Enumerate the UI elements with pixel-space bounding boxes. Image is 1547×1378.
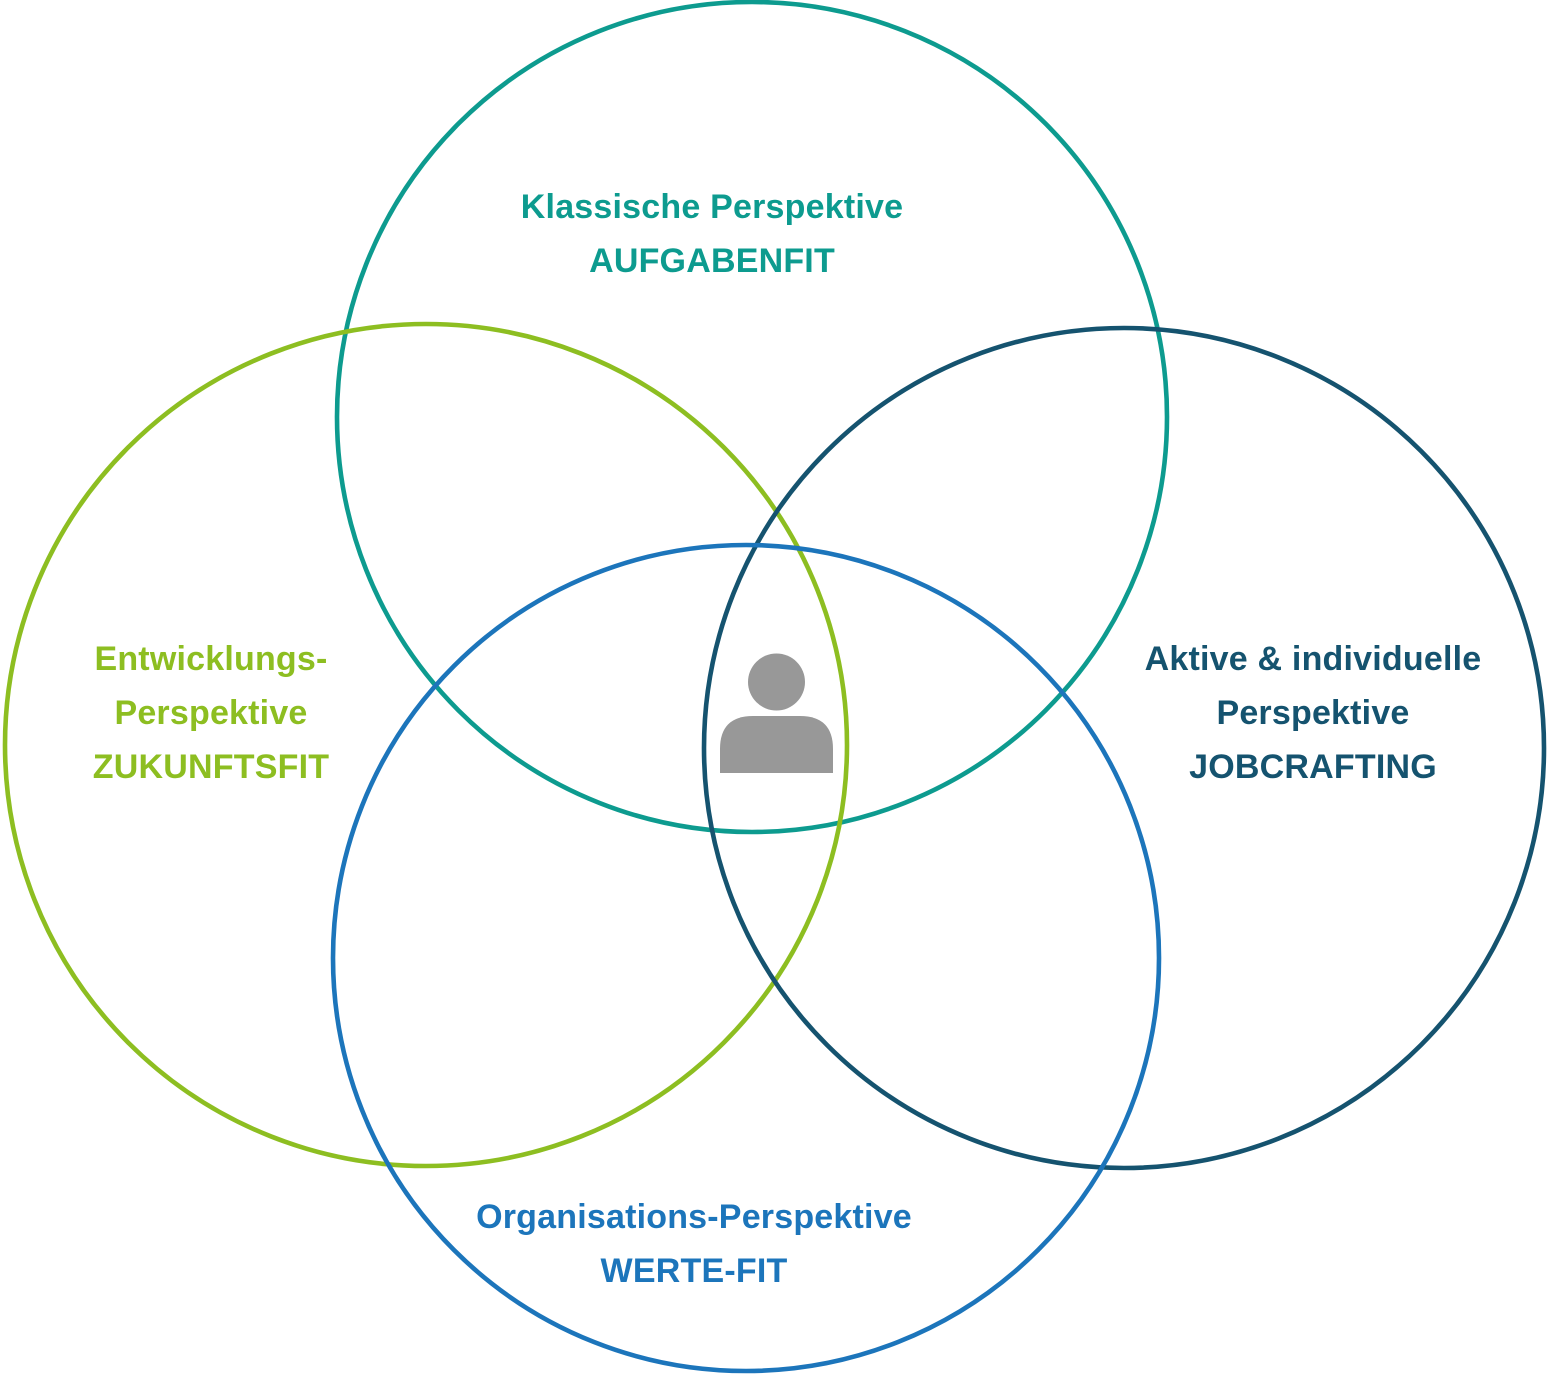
label-zukunftsfit: Entwicklungs- Perspektive ZUKUNFTSFIT [93,632,329,794]
person-icon-body [720,716,833,773]
label-line-perspective: Perspektive [1216,694,1410,732]
person-icon [720,653,833,773]
label-line-fit-name: JOBCRAFTING [1189,748,1437,786]
circle-werte-fit [330,542,1162,1374]
label-line-fit-name: ZUKUNFTSFIT [92,748,330,786]
label-line-perspective: Aktive & individuelle [1144,640,1482,678]
label-line-perspective: Klassische Perspektive [520,188,904,226]
label-line-fit-name: AUFGABENFIT [589,242,835,280]
circle-aufgabenfit [334,0,1170,835]
person-icon-head [748,653,805,711]
circle-zukunftsfit [2,321,850,1169]
label-line-perspective: Perspektive [114,694,308,732]
circle-jobcrafting [701,325,1547,1171]
label-line-perspective: Entwicklungs- [94,640,328,678]
label-werte-fit: Organisations-Perspektive WERTE-FIT [476,1190,912,1298]
label-line-perspective: Organisations-Perspektive [476,1198,912,1236]
label-aufgabenfit: Klassische Perspektive AUFGABENFIT [521,180,903,288]
label-line-fit-name: WERTE-FIT [600,1252,788,1290]
label-jobcrafting: Aktive & individuelle Perspektive JOBCRA… [1145,632,1482,794]
